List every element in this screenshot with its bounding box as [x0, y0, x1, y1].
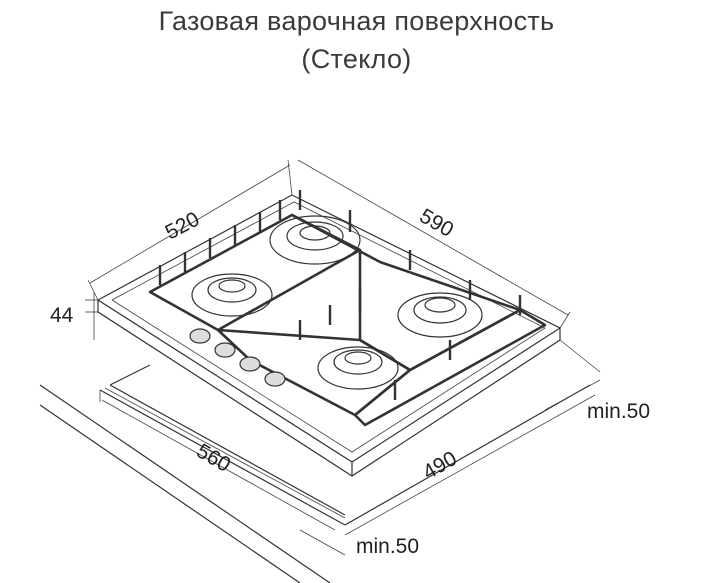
countertop — [39, 364, 591, 583]
dim-height-label: 44 — [50, 304, 74, 327]
pan-supports — [148, 190, 547, 427]
diagram-title: Газовая варочная поверхность — [158, 6, 555, 36]
knob-2 — [214, 342, 236, 358]
burner-front-left — [191, 273, 273, 317]
burner-back-right — [397, 292, 483, 338]
dim-depth-label: 520 — [162, 208, 204, 245]
cutout-outline — [104, 387, 346, 519]
control-knobs — [189, 328, 286, 387]
knob-4 — [264, 371, 286, 387]
knob-3 — [239, 356, 261, 372]
burner-front-right — [317, 346, 399, 390]
burner-back-left — [269, 215, 361, 265]
knob-1 — [189, 328, 211, 344]
dim-width-label: 590 — [416, 204, 458, 241]
diagram-subtitle: (Стекло) — [301, 44, 412, 74]
dimension-lines — [85, 159, 601, 556]
min-clearance-front-label: min.50 — [356, 535, 419, 558]
min-clearance-side-label: min.50 — [587, 400, 650, 423]
